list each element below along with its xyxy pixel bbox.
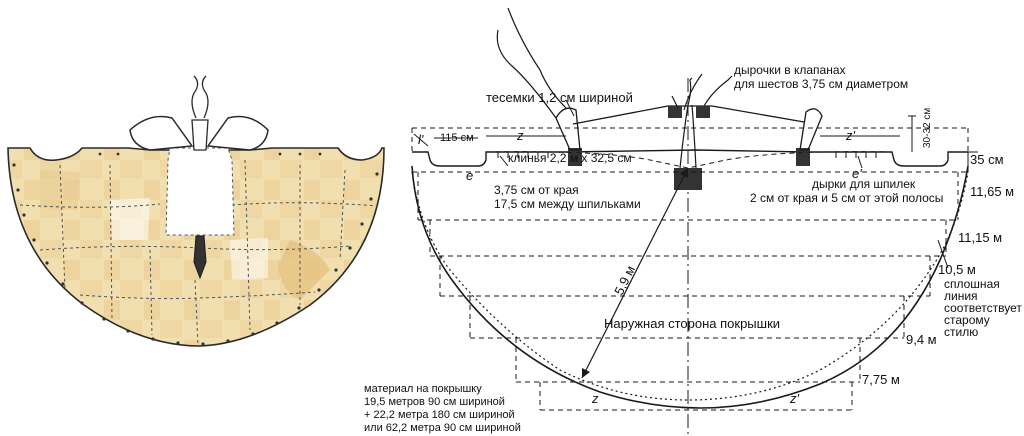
label-material-2: 19,5 метров 90 см шириной [364, 396, 505, 408]
label-solid-5: стилю [944, 325, 978, 339]
cover-pattern [411, 7, 978, 436]
smoke-flap-left [129, 115, 194, 151]
label-between-pins: 17,5 см между шпильками [494, 197, 641, 211]
label-solid-3: соответствует [944, 301, 1022, 315]
label-775: 7,75 м [862, 372, 900, 387]
radius-arrow [581, 167, 689, 379]
cover-outline [411, 165, 969, 409]
label-outer-side: Наружная сторона покрышки [604, 316, 780, 331]
label-35: 35 см [970, 152, 1004, 167]
hide-rim-dots [12, 152, 379, 346]
label-z-top-left: z [516, 128, 524, 143]
label-94: 9,4 м [906, 332, 937, 347]
label-z-bottom-left: z [591, 391, 599, 406]
painted-hide-cover [7, 75, 385, 347]
label-solid-2: линия [944, 289, 978, 303]
label-e-left: e [466, 168, 473, 183]
pin-holes-right [835, 152, 877, 158]
label-material-3: + 22,2 метра 180 см шириной [364, 409, 515, 421]
label-e-right: e' [852, 166, 862, 181]
label-z-top-right: z' [845, 128, 856, 143]
label-z-bottom-right: z' [789, 391, 800, 406]
cover-top-edge [412, 149, 968, 167]
label-pin-holes-1: дырки для шпилек [812, 177, 916, 191]
label-30-32: 30-32 см [922, 108, 933, 148]
label-1165: 11,65 м [970, 184, 1014, 199]
label-solid-4: старому [944, 313, 990, 327]
label-115: 115 см [440, 132, 474, 144]
label-radius: 5,9 м [611, 263, 638, 297]
label-valve-holes-2: для шестов 3,75 см диаметром [734, 77, 908, 91]
smoke-flap-right [206, 115, 269, 151]
label-1115: 11,15 м [958, 230, 1002, 245]
valve-block-right [796, 148, 810, 166]
pin-holes-left [497, 152, 549, 158]
hide-center-panel [165, 147, 235, 236]
label-l: l' [418, 132, 424, 147]
label-from-edge: 3,75 см от края [494, 183, 579, 197]
label-solid-1: сплошная [944, 277, 1000, 291]
label-ties: тесемки 1,2 см шириной [486, 90, 633, 105]
label-pin-holes-2: 2 см от края и 5 см от этой полосы [750, 191, 943, 205]
label-valve-holes-1: дырочки в клапанах [734, 63, 846, 77]
label-material-1: материал на покрышку [364, 383, 482, 395]
label-gores: клинья 2,2 м х 32,5 см [508, 151, 632, 165]
label-105: 10,5 м [938, 262, 976, 277]
label-material-4: или 62,2 метра 90 см шириной [364, 422, 521, 434]
